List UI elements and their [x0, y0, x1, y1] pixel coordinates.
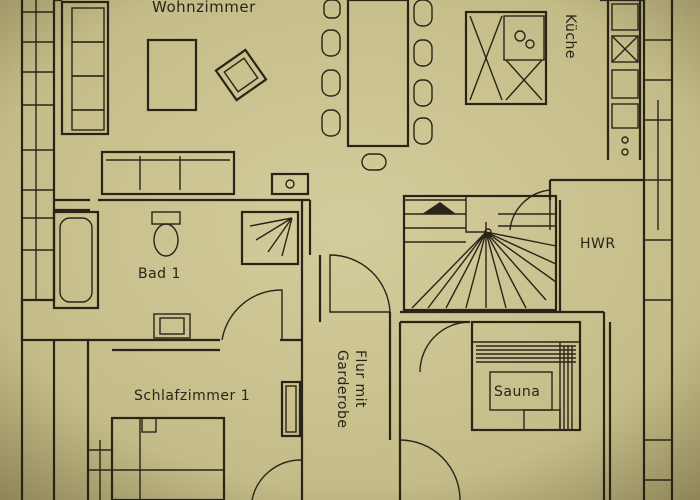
- bedroom-furniture: [110, 380, 302, 500]
- interior-walls: [54, 0, 644, 500]
- room-label-kueche: Küche: [562, 14, 578, 59]
- room-label-flur-line2: Garderobe: [334, 350, 350, 428]
- dining-furniture: [321, 0, 433, 171]
- kitchen-furniture: [464, 3, 639, 156]
- staircase: [402, 194, 558, 312]
- sauna-cabin: [470, 320, 582, 432]
- room-label-sauna: Sauna: [494, 384, 540, 400]
- room-label-wohnzimmer: Wohnzimmer: [152, 0, 256, 16]
- room-label-bad: Bad 1: [138, 266, 181, 282]
- door-swings: [221, 189, 551, 500]
- bathroom-furniture: [52, 210, 300, 339]
- room-label-schlafzimmer: Schlafzimmer 1: [134, 388, 250, 404]
- living-room-furniture: [60, 0, 310, 196]
- room-label-hwr: HWR: [580, 236, 616, 252]
- room-labels: Wohnzimmer Küche Bad 1 HWR Schlafzimmer …: [134, 0, 616, 428]
- room-label-flur-line1: Flur mit: [352, 350, 368, 408]
